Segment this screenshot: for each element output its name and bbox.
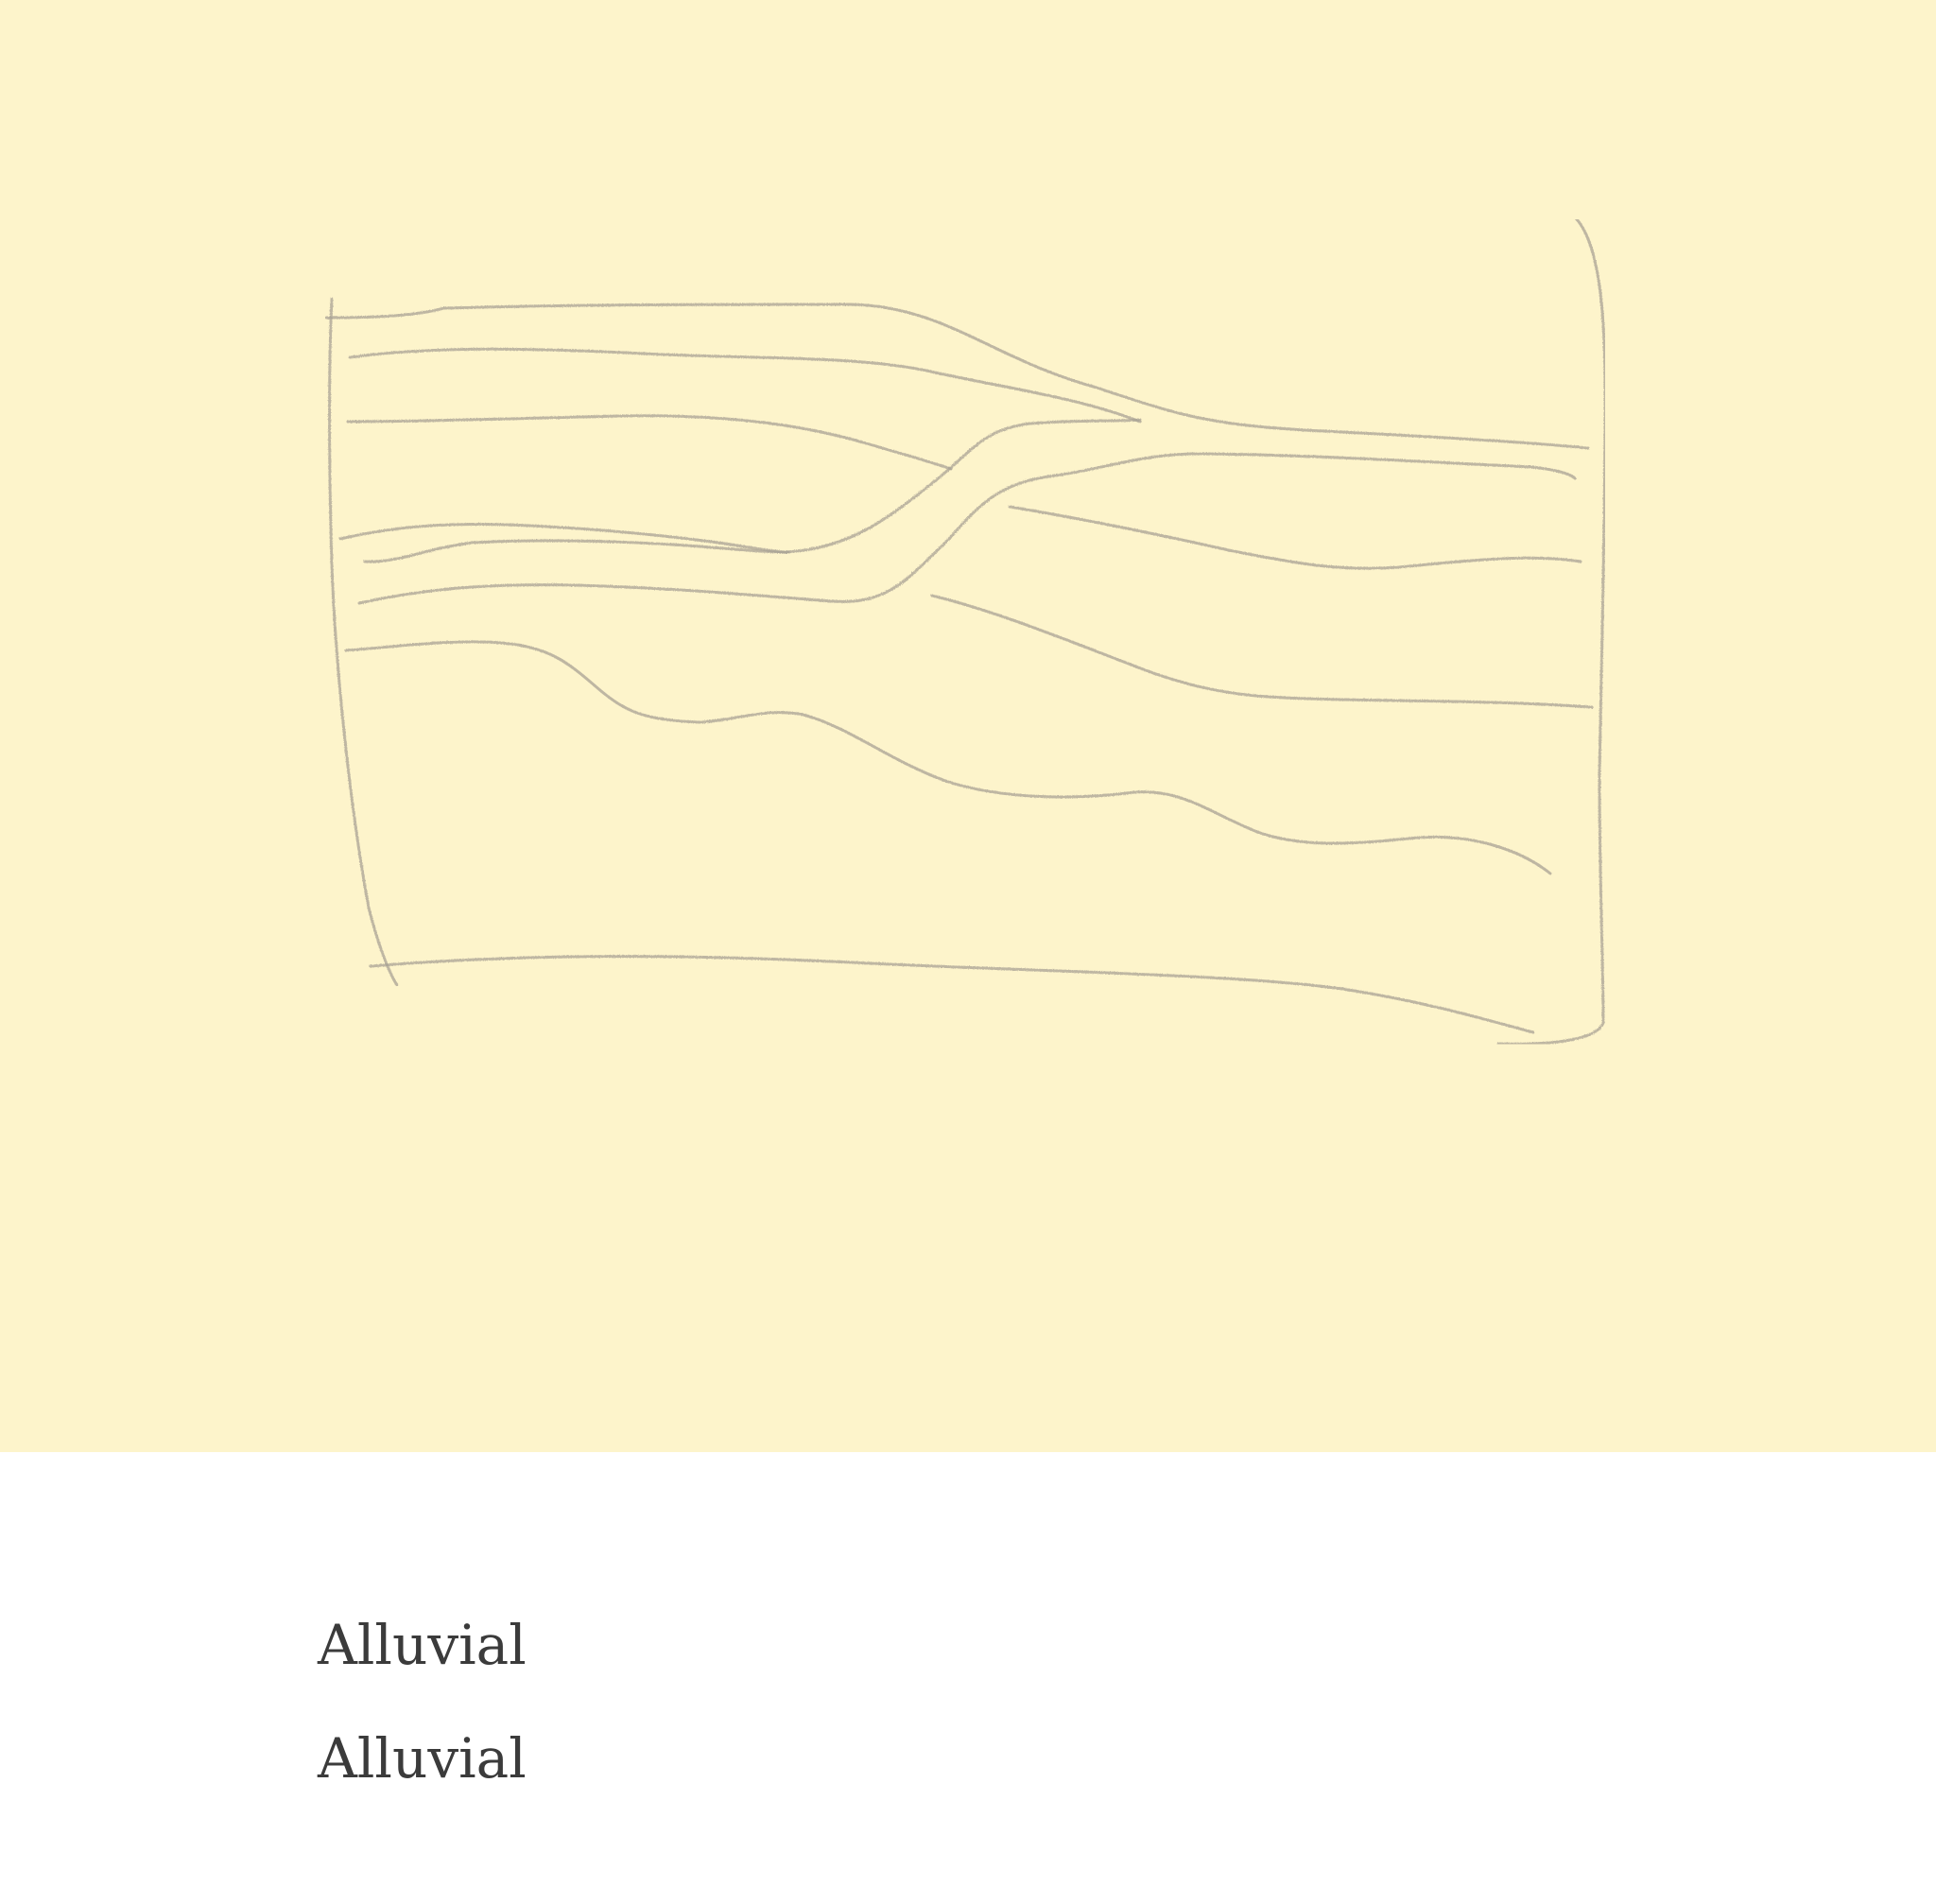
flow-line-8 [930, 594, 1594, 709]
flow-line-5 [363, 539, 790, 563]
frame-right-edge [1496, 217, 1607, 1046]
flow-line-7 [1008, 505, 1582, 570]
caption-line-2: Alluvial [318, 1726, 527, 1791]
frame-left-edge [328, 297, 399, 987]
alluvial-sketch [0, 0, 1936, 1452]
sketch-panel [0, 0, 1936, 1452]
flow-line-9 [344, 640, 1552, 875]
pencil-strokes [323, 217, 1607, 1046]
frame-bottom-edge [369, 955, 1535, 1034]
flow-line-2 [348, 347, 1142, 424]
caption-line-1: Alluvial [318, 1613, 527, 1677]
caption: Alluvial Alluvial [318, 1588, 1641, 1806]
flow-line-1 [323, 303, 1590, 450]
sketch-background [0, 0, 1936, 1452]
flow-line-6-crossing [357, 452, 1577, 605]
flow-line-3 [346, 414, 953, 471]
